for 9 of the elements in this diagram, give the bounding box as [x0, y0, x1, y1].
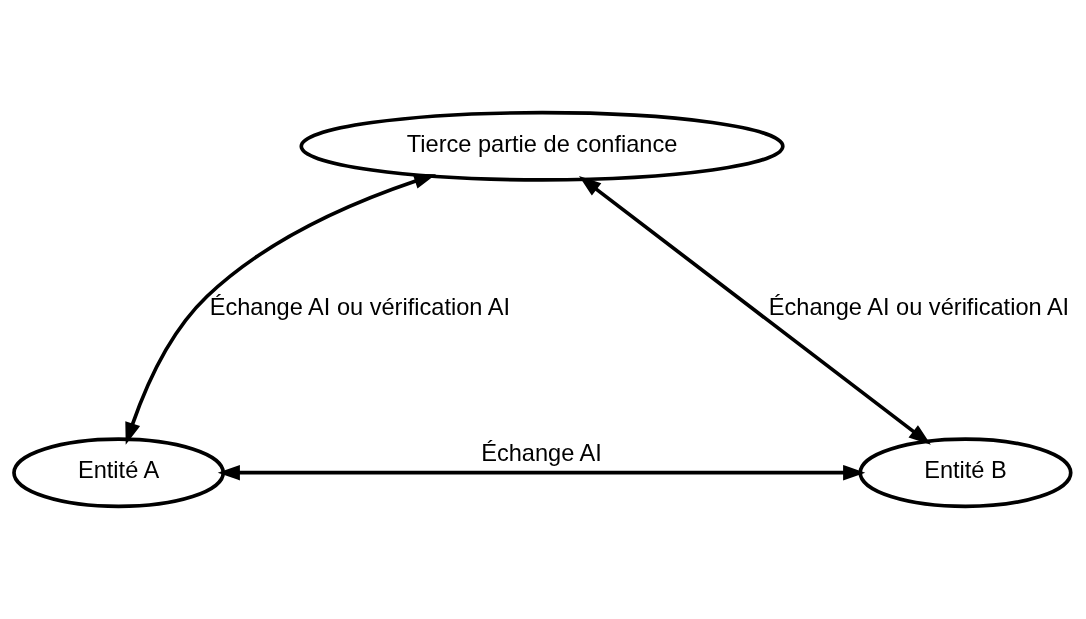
arrow: [579, 176, 931, 445]
node-ellipse: Entité A: [12, 437, 226, 509]
node-ellipse: Entité B: [858, 437, 1073, 509]
edge-label: Échange AI: [481, 439, 602, 466]
edge-label: Échange AI ou vérification AI: [209, 294, 511, 321]
arrow: [125, 173, 437, 445]
arrow: [217, 464, 866, 481]
node-ellipse: Tierce partie de confiance: [299, 110, 785, 182]
edge-label: Échange AI ou vérification AI: [768, 294, 1070, 321]
